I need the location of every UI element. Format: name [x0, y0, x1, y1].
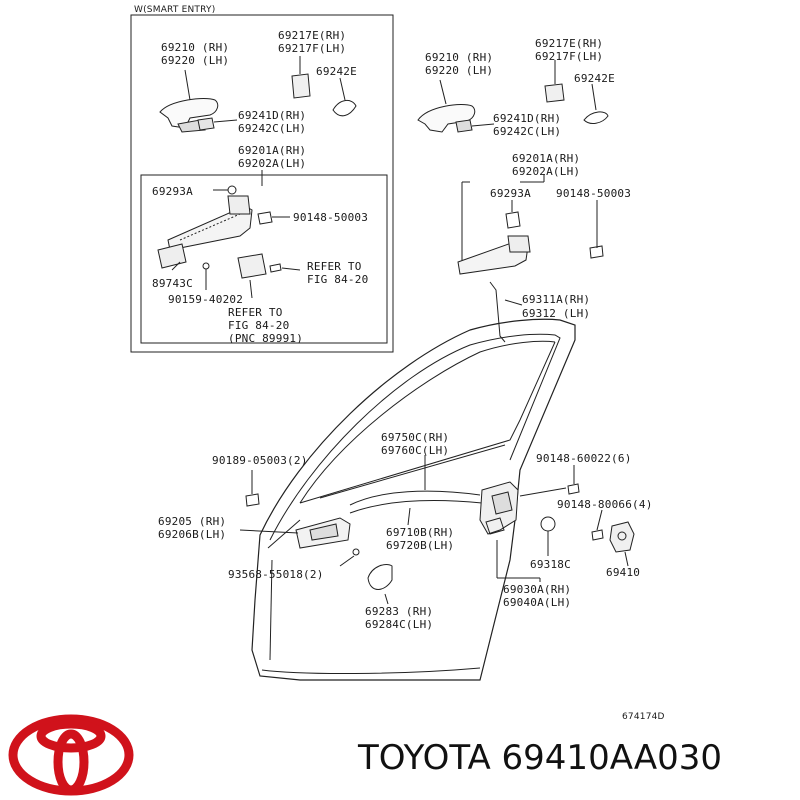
sensor-a [237, 253, 267, 279]
part-label: 69710B(RH) [386, 526, 455, 539]
part-label: 69284C(LH) [365, 618, 434, 631]
striker-69410 [609, 521, 635, 553]
smart-entry-title: W(SMART ENTRY) [134, 5, 216, 15]
part-label: 69201A(RH) [238, 144, 307, 157]
figure-code: 674174D [622, 712, 665, 722]
cover-69217-a [291, 73, 311, 99]
part-label: 69217F(LH) [278, 42, 347, 55]
part-label: 69283 (RH) [365, 605, 434, 618]
part-label: FIG 84-20 [307, 273, 369, 286]
part-label: 69410 [606, 566, 641, 579]
part-label: 69220 (LH) [161, 54, 230, 67]
part-label: 69241D(RH) [493, 112, 562, 125]
part-label: 69760C(LH) [381, 444, 450, 457]
part-label: 69311A(RH) [522, 293, 591, 306]
part-label: 89743C [152, 277, 193, 290]
part-label: 69720B(LH) [386, 539, 455, 552]
rod-69311A [489, 281, 506, 343]
pad-69242E-a [332, 100, 357, 117]
part-label: 69202A(LH) [512, 165, 581, 178]
part-label: 69202A(LH) [238, 157, 307, 170]
inner-handle-box [140, 174, 388, 344]
part-label: 69750C(RH) [381, 431, 450, 444]
cable-69750C [349, 490, 481, 506]
part-label: 69242E [316, 65, 357, 78]
part-label: 69241D(RH) [238, 109, 307, 122]
part-label: REFER TO [228, 306, 283, 319]
part-label: REFER TO [307, 260, 362, 273]
part-label: 69242E [574, 72, 615, 85]
part-label: 69206B(LH) [158, 528, 227, 541]
part-label: 69201A(RH) [512, 152, 581, 165]
part-label: 69210 (RH) [161, 41, 230, 54]
pad-69242E-b [583, 111, 609, 124]
part-label: 90148-80066(4) [557, 498, 653, 511]
smart-entry-box [130, 14, 394, 353]
part-label: 69040A(LH) [503, 596, 572, 609]
part-label: (PNC 89991) [228, 332, 304, 345]
door-outline [251, 318, 576, 681]
cover-69217-b [544, 83, 565, 103]
part-label: 69210 (RH) [425, 51, 494, 64]
part-label: 90148-50003 [556, 187, 632, 200]
part-label: 69293A [490, 187, 531, 200]
brand-part-number: TOYOTA 69410AA030 [358, 738, 723, 778]
grommet-69318C [540, 516, 556, 532]
part-label: 69205 (RH) [158, 515, 227, 528]
handle-69210-b [417, 104, 476, 133]
part-label: 90148-50003 [293, 211, 369, 224]
part-label: 69217F(LH) [535, 50, 604, 63]
part-label: 69220 (LH) [425, 64, 494, 77]
toyota-logo-icon [8, 714, 134, 796]
part-label: 69242C(LH) [238, 122, 307, 135]
part-label: 90159-40202 [168, 293, 244, 306]
part-label: 90189-05003(2) [212, 454, 308, 467]
part-label: 69293A [152, 185, 193, 198]
part-label: 69217E(RH) [278, 29, 347, 42]
part-label: 69242C(LH) [493, 125, 562, 138]
part-label: FIG 84-20 [228, 319, 290, 332]
part-label: 90148-60022(6) [536, 452, 632, 465]
part-label: 69312 (LH) [522, 307, 591, 320]
part-label: 69318C [530, 558, 571, 571]
part-label: 93568-55018(2) [228, 568, 324, 581]
bezel-69283 [367, 564, 393, 590]
part-label: 69030A(RH) [503, 583, 572, 596]
part-label: 69217E(RH) [535, 37, 604, 50]
handle-69210-a [159, 98, 219, 129]
